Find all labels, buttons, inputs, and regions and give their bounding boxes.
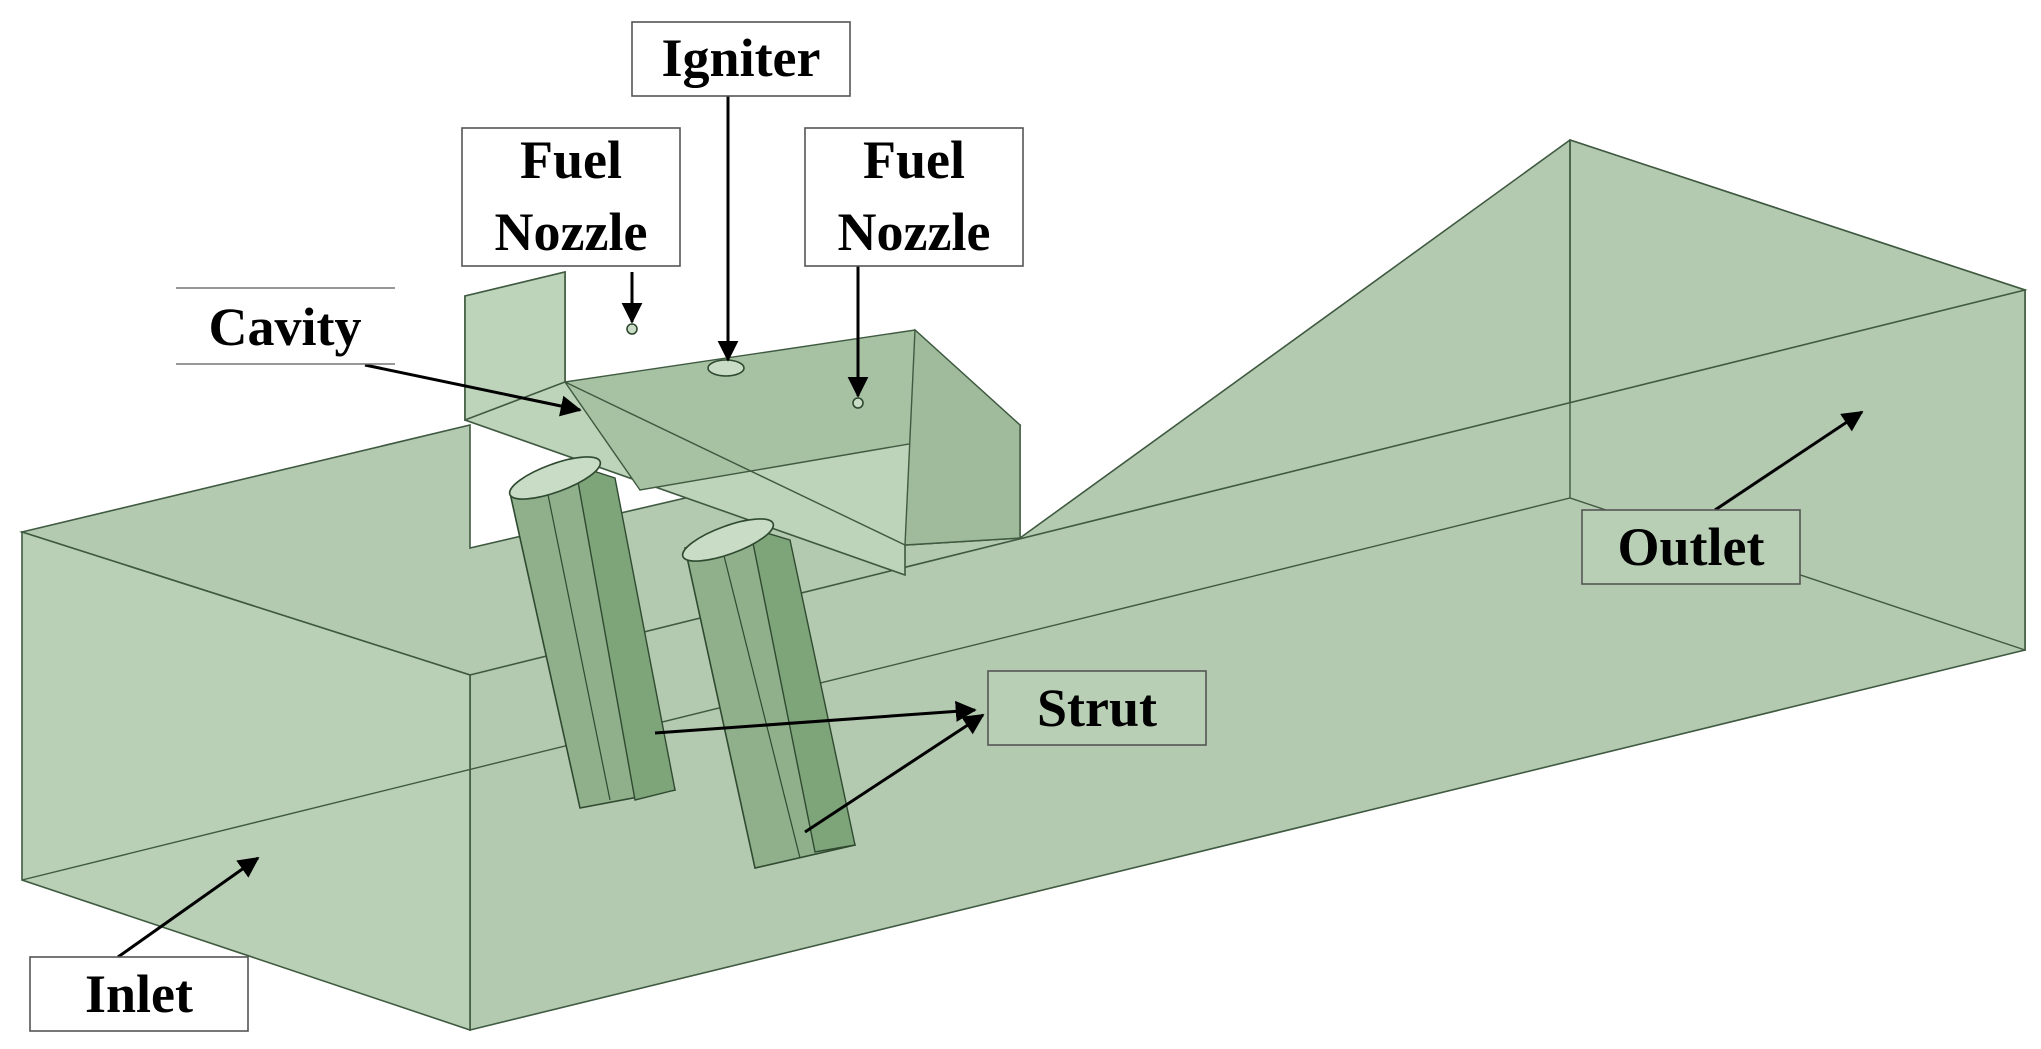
strut-label: Strut <box>1037 678 1157 738</box>
fuel-nozzle-right-port <box>852 397 864 409</box>
strut-arrow-left <box>654 700 977 735</box>
strut-right-edge <box>719 539 801 859</box>
cavity-arrow <box>364 363 582 417</box>
strut-left-edge <box>544 479 611 801</box>
strut-arrow-right <box>804 713 985 834</box>
combustor-duct <box>19 138 2028 1032</box>
outlet-label: Outlet <box>1618 517 1765 577</box>
label-inlet: Inlet <box>29 956 249 1032</box>
inlet-face <box>21 530 471 1032</box>
fuel-nozzle-left-port <box>626 323 638 335</box>
fuel-nozzle-left-label-line2: Nozzle <box>495 202 648 262</box>
cavity-end-wall <box>904 328 1021 546</box>
strut-left <box>508 456 677 809</box>
cavity-label: Cavity <box>209 297 362 357</box>
label-cavity: Cavity <box>176 287 395 365</box>
strut-left-top <box>508 456 602 500</box>
inlet-label-box <box>29 956 249 1032</box>
inlet-label: Inlet <box>85 964 193 1024</box>
fuel-nozzle-right-label-box <box>804 127 1024 267</box>
strut-left-face <box>574 463 676 801</box>
label-strut: Strut <box>987 670 1207 746</box>
fuel-nozzle-left-label-line1: Fuel <box>520 130 622 190</box>
strut-right-face <box>749 526 856 853</box>
label-fuel-nozzle-right: Fuel Nozzle <box>804 127 1024 267</box>
cavity-block <box>464 270 1022 577</box>
arrows <box>117 96 1864 959</box>
inlet-arrow <box>117 856 260 959</box>
outlet-arrow <box>1714 410 1864 512</box>
strut-label-box <box>987 670 1207 746</box>
igniter-label: Igniter <box>662 28 821 88</box>
fuel-nozzle-right-label-line1: Fuel <box>863 130 965 190</box>
label-fuel-nozzle-left: Fuel Nozzle <box>461 127 681 267</box>
label-igniter: Igniter <box>631 21 851 97</box>
label-outlet: Outlet <box>1581 509 1801 585</box>
strut-right <box>681 518 857 869</box>
igniter-label-box <box>631 21 851 97</box>
strut-right-top <box>681 518 775 562</box>
fuel-nozzle-right-label-line2: Nozzle <box>838 202 991 262</box>
fuel-nozzle-left-label-box <box>461 127 681 267</box>
cavity-edge <box>564 381 906 546</box>
igniter-port <box>707 359 745 377</box>
outlet-label-box <box>1581 509 1801 585</box>
